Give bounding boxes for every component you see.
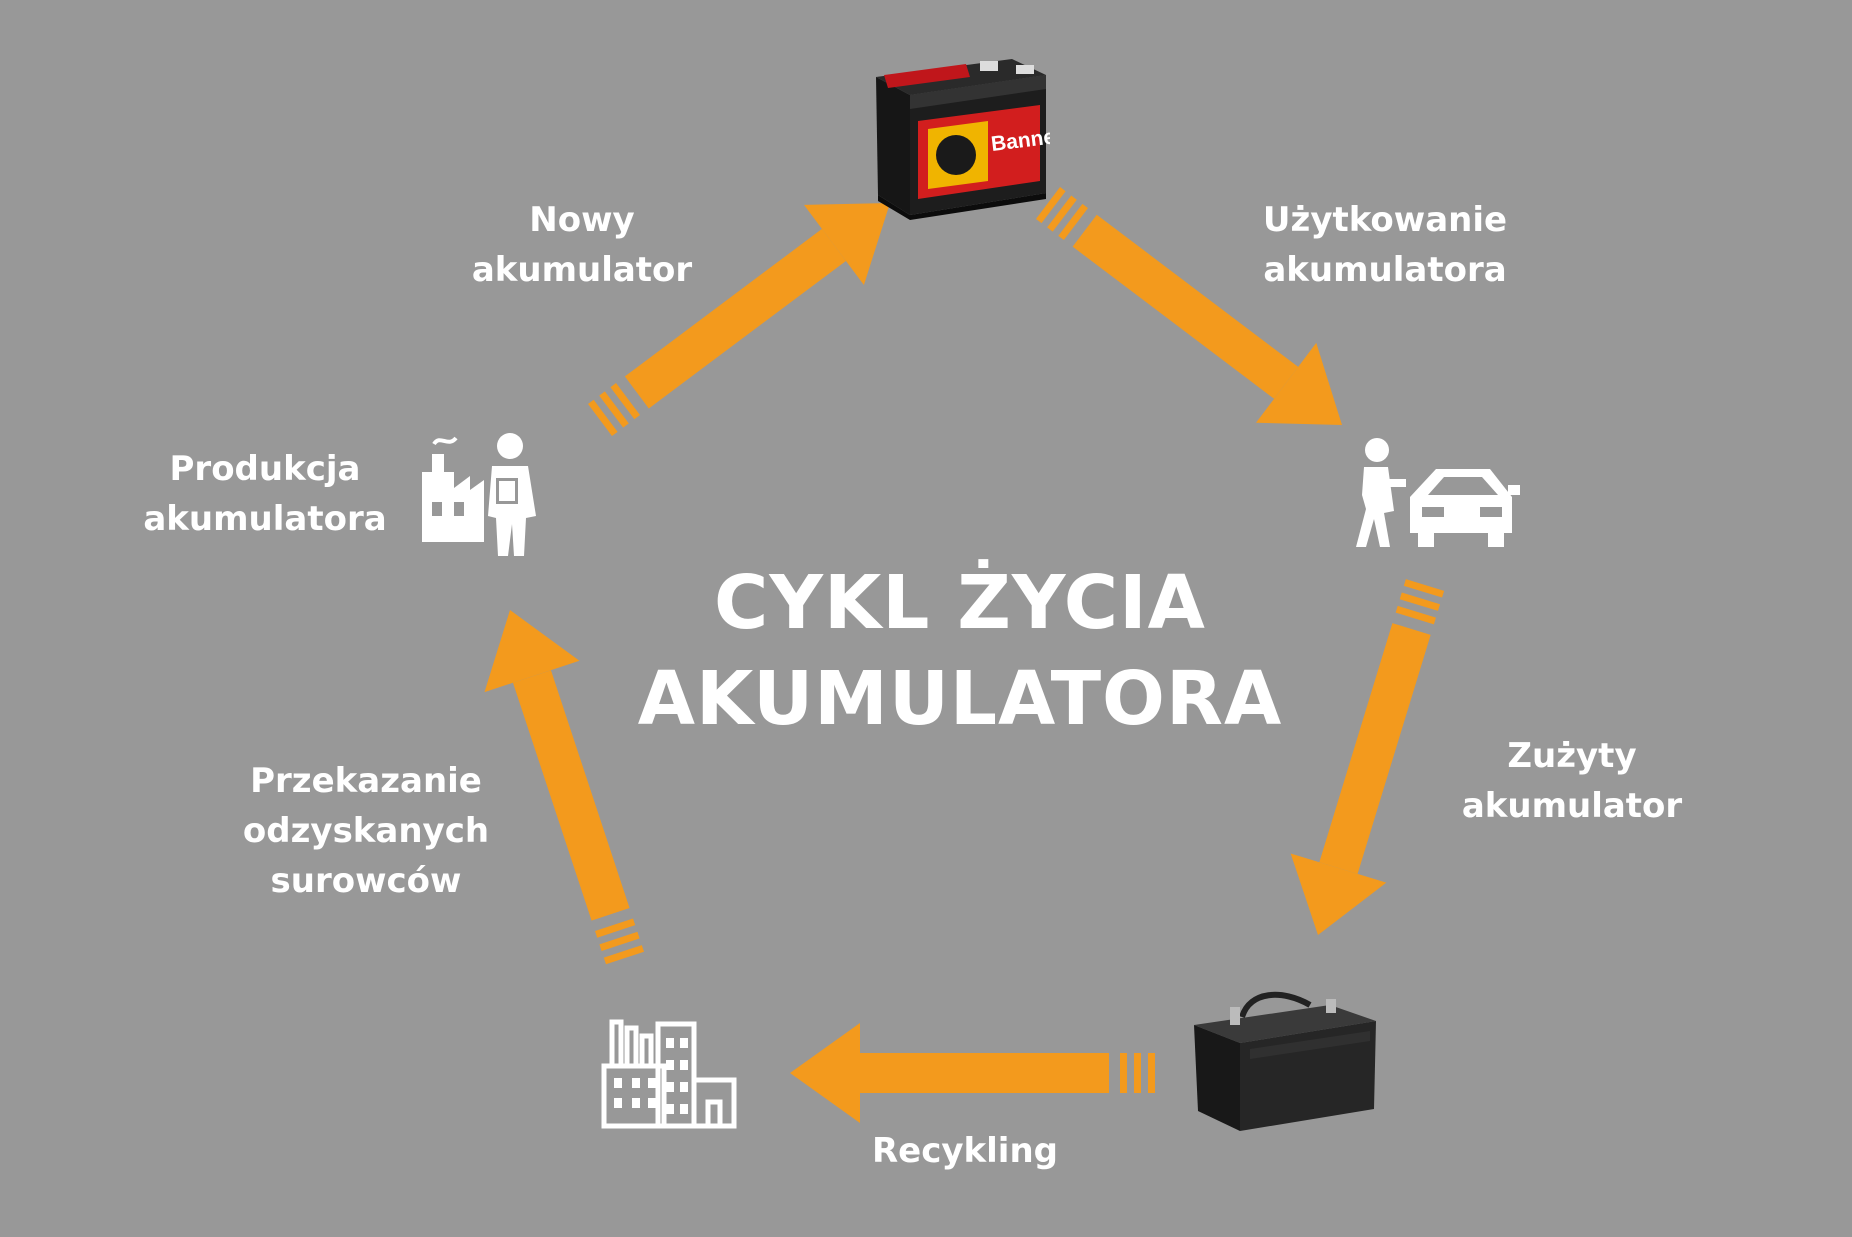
arrow-production-to-new <box>588 203 891 437</box>
recycling-plant-icon <box>601 1019 737 1129</box>
arrow-usage-to-used <box>1290 579 1445 936</box>
person-car-icon <box>1356 438 1520 547</box>
new-battery-icon: Banner <box>876 59 1050 220</box>
arrow-recycling-to-production <box>484 609 644 965</box>
factory-worker-icon <box>422 433 536 556</box>
arrow-new-to-usage <box>1035 187 1342 426</box>
stage-label-used: Zużyty akumulator <box>1461 736 1683 826</box>
arrow-used-to-recycling <box>790 1023 1155 1123</box>
diagram-title: CYKL ŻYCIA AKUMULATORA <box>637 560 1283 742</box>
stage-label-new-battery: Nowy akumulator <box>471 200 693 290</box>
stage-label-production: Produkcja akumulatora <box>143 449 387 539</box>
stage-label-recycling: Recykling <box>871 1131 1059 1171</box>
stage-label-usage: Użytkowanie akumulatora <box>1262 200 1508 290</box>
stage-label-raw-materials: Przekazanie odzyskanych surowców <box>242 761 490 901</box>
used-battery-icon <box>1194 991 1376 1131</box>
